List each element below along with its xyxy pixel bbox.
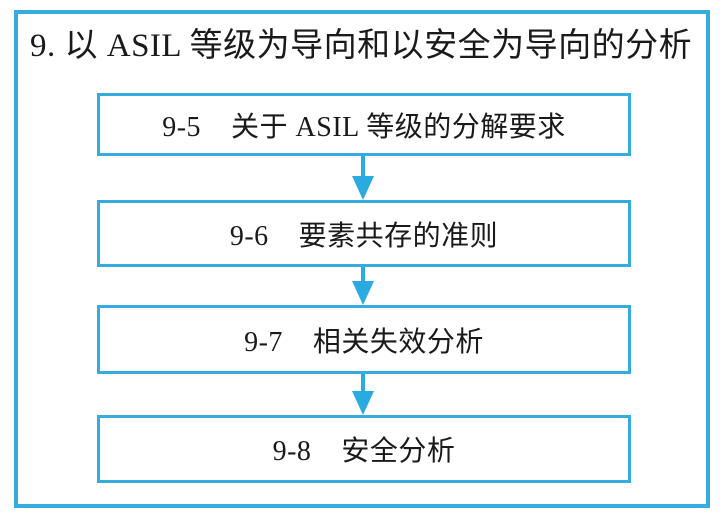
flow-step-label: 9-5 关于 ASIL 等级的分解要求	[162, 111, 566, 143]
arrow-stem	[361, 267, 365, 282]
page-title: 9. 以 ASIL 等级为导向和以安全为导向的分析	[30, 28, 693, 64]
flow-step-9-8[interactable]: 9-8 安全分析	[97, 415, 631, 483]
flow-step-9-7[interactable]: 9-7 相关失效分析	[97, 305, 631, 374]
arrow-down-icon	[352, 267, 374, 305]
arrow-down-icon	[352, 374, 374, 415]
flow-step-label: 9-6 要素共存的准则	[229, 220, 499, 252]
flow-step-9-5[interactable]: 9-5 关于 ASIL 等级的分解要求	[97, 93, 631, 156]
arrow-stem	[361, 156, 365, 176]
arrow-head	[352, 281, 374, 305]
arrow-stem	[361, 374, 365, 392]
flow-step-label: 9-7 相关失效分析	[244, 326, 484, 358]
flow-step-label: 9-8 安全分析	[272, 436, 456, 467]
arrow-head	[352, 391, 374, 415]
arrow-head	[352, 176, 374, 200]
arrow-down-icon	[352, 156, 374, 200]
flow-step-9-6[interactable]: 9-6 要素共存的准则	[97, 200, 631, 267]
